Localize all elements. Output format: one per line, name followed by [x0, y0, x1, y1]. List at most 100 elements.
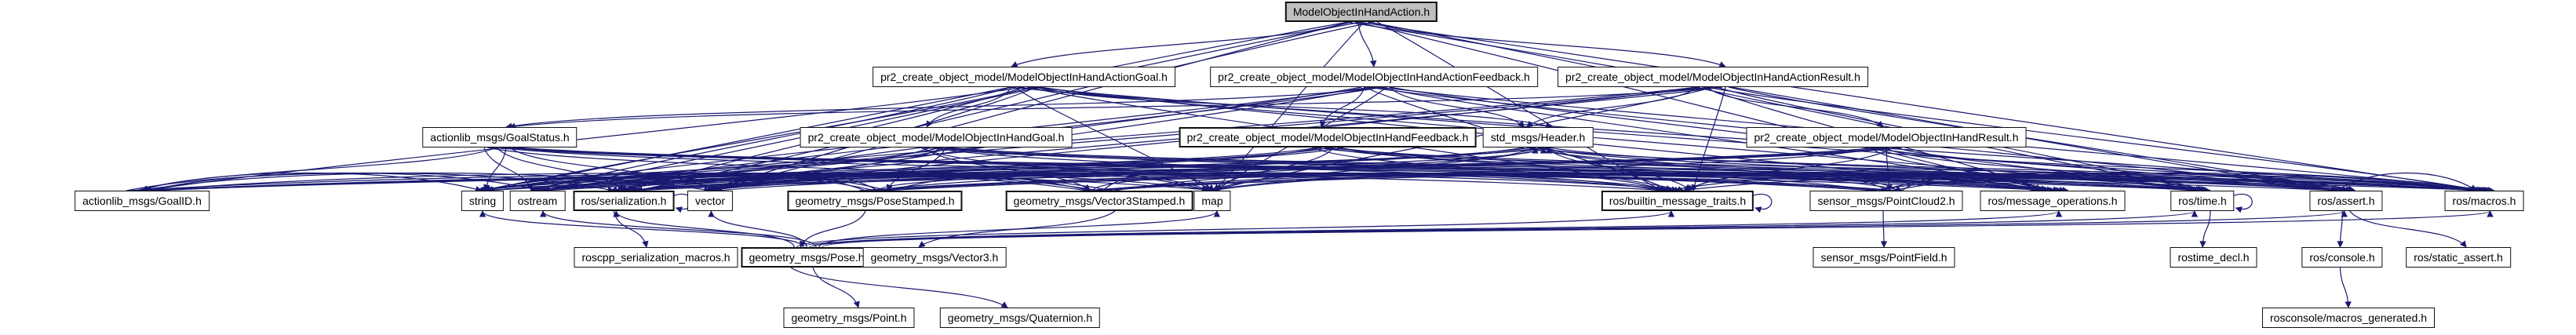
include-edge-goal-map [920, 147, 1210, 191]
graph-node-vector3[interactable]: geometry_msgs/Vector3.h [862, 247, 1007, 268]
include-edge-time-rostimedecl [2199, 210, 2211, 248]
include-edge-afeedback-goalstatus [505, 86, 1378, 129]
include-edge-assert-console [2337, 210, 2344, 248]
include-edge-result-ostream [534, 147, 1878, 194]
graph-node-rostimedecl[interactable]: rostime_decl.h [2170, 247, 2257, 268]
graph-node-vector[interactable]: vector [687, 191, 734, 211]
include-edge-header-macros [1529, 147, 2481, 194]
include-edge-header-serialization [630, 147, 1544, 193]
include-edge-aresult-builtin [1691, 86, 1726, 191]
include-edge-afeedback-feedback [1320, 86, 1365, 128]
graph-node-pose[interactable]: geometry_msgs/Pose.h [741, 247, 873, 268]
include-edge-feedback-builtin [1311, 147, 1666, 191]
graph-node-quaternion[interactable]: geometry_msgs/Quaternion.h [939, 308, 1101, 328]
include-edge-pose-macros [812, 210, 2494, 248]
include-edge-pose-string [479, 210, 804, 248]
include-edge-pointcloud2-pointfield [1880, 210, 1888, 248]
graph-node-aresult[interactable]: pr2_create_object_model/ModelObjectInHan… [1558, 67, 1868, 87]
include-edge-pointcloud2-map [1209, 172, 1878, 194]
include-edge-goal-ostream [530, 147, 953, 192]
include-edge-goal-assert [935, 147, 2349, 194]
graph-node-roscppmacros[interactable]: roscpp_serialization_macros.h [574, 247, 738, 268]
include-edge-goalstatus-map [486, 147, 1211, 193]
graph-node-ostream[interactable]: ostream [509, 191, 566, 211]
include-edge-feedback-macros [1327, 147, 2487, 194]
include-edge-posestamped-string [483, 172, 876, 193]
include-edge-agoal-header [1036, 86, 1553, 129]
include-edge-feedback-assert [1314, 147, 2341, 194]
include-edge-action-afeedback [1357, 21, 1377, 67]
graph-node-pointfield[interactable]: sensor_msgs/PointField.h [1813, 247, 1955, 268]
include-edge-agoal-goalid [144, 86, 1025, 193]
include-edge-posestamped-pose [800, 210, 866, 248]
graph-node-goalid[interactable]: actionlib_msgs/GoalID.h [75, 191, 210, 211]
include-edge-pointcloud2-time [1879, 172, 2202, 192]
include-edge-pose-map [818, 210, 1220, 248]
self-loop-edge-time [2234, 193, 2253, 213]
include-edge-pointcloud2-msgops [1901, 172, 2038, 191]
graph-node-vector3stamped[interactable]: geometry_msgs/Vector3Stamped.h [1005, 191, 1193, 211]
include-edge-action-agoal [1011, 21, 1346, 67]
self-loop-edge-builtin [1753, 193, 1773, 213]
include-edge-assert-staticassert [2349, 210, 2467, 248]
graph-node-point[interactable]: geometry_msgs/Point.h [783, 308, 915, 328]
include-edge-feedback-string [479, 147, 1319, 193]
include-edge-pose-msgops [809, 210, 2062, 248]
graph-node-assert[interactable]: ros/assert.h [2309, 191, 2383, 211]
include-edge-goal-macros [948, 147, 2495, 194]
graph-node-afeedback[interactable]: pr2_create_object_model/ModelObjectInHan… [1210, 67, 1538, 87]
graph-node-map[interactable]: map [1193, 191, 1231, 211]
include-edge-console-macrosgen [2339, 267, 2352, 308]
include-edge-result-macros [1873, 147, 2479, 193]
graph-node-goal[interactable]: pr2_create_object_model/ModelObjectInHan… [800, 127, 1073, 147]
include-edge-pointcloud2-vector [715, 172, 1900, 194]
include-edge-result-map [1210, 147, 1881, 193]
graph-node-action[interactable]: ModelObjectInHandAction.h [1284, 2, 1438, 22]
graph-node-goalstatus[interactable]: actionlib_msgs/GoalStatus.h [422, 127, 578, 147]
include-edge-vector3stamped-vector [707, 172, 1091, 193]
include-edge-header-time [1537, 147, 2205, 193]
graph-node-serialization[interactable]: ros/serialization.h [573, 191, 675, 211]
graph-node-macrosgen[interactable]: rosconsole/macros_generated.h [2261, 308, 2436, 328]
include-edge-pose-quaternion [790, 267, 1008, 308]
graph-node-agoal[interactable]: pr2_create_object_model/ModelObjectInHan… [873, 67, 1175, 87]
graph-node-console[interactable]: ros/console.h [2301, 247, 2383, 268]
graph-node-time[interactable]: ros/time.h [2170, 191, 2235, 211]
include-edge-afeedback-header [1389, 86, 1525, 128]
graph-node-pointcloud2[interactable]: sensor_msgs/PointCloud2.h [1809, 191, 1963, 211]
graph-node-feedback[interactable]: pr2_create_object_model/ModelObjectInHan… [1179, 127, 1477, 147]
include-edge-pose-assert [800, 210, 2348, 248]
graph-node-builtin[interactable]: ros/builtin_message_traits.h [1601, 191, 1754, 211]
include-edge-pose-builtin [796, 210, 1674, 248]
include-edge-goalstatus-string [483, 147, 507, 191]
include-edge-result-serialization [628, 147, 1890, 194]
include-edge-aresult-result [1706, 86, 1884, 128]
graph-node-header[interactable]: std_msgs/Header.h [1482, 127, 1594, 147]
graph-node-string[interactable]: string [461, 191, 505, 211]
include-edge-action-string [479, 21, 1350, 193]
include-edge-result-time [1882, 147, 2203, 191]
include-edge-action-aresult [1370, 21, 1726, 68]
include-edge-aresult-goalstatus [508, 86, 1720, 130]
include-edge-feedback-msgops [1324, 147, 2053, 193]
include-edge-result-msgops [1870, 147, 2041, 191]
include-edge-pointcloud2-macros [1870, 172, 2477, 193]
graph-node-staticassert[interactable]: ros/static_assert.h [2406, 247, 2511, 268]
include-edge-action-builtin [1376, 21, 1663, 191]
graph-node-posestamped[interactable]: geometry_msgs/PoseStamped.h [787, 191, 963, 211]
graph-node-msgops[interactable]: ros/message_operations.h [1980, 191, 2126, 211]
include-edge-aresult-macros [1706, 86, 2483, 193]
include-edge-vector3stamped-ostream [537, 172, 1100, 193]
include-edge-agoal-macros [1007, 86, 2477, 194]
graph-node-macros[interactable]: ros/macros.h [2444, 191, 2524, 211]
include-edge-pose-point [812, 267, 860, 308]
include-edge-action-assert [1345, 21, 2340, 194]
include-edge-pose-serialization [613, 210, 795, 248]
include-edge-posestamped-map [890, 172, 1208, 192]
include-edge-pose-vector [708, 210, 807, 248]
graph-node-result[interactable]: pr2_create_object_model/ModelObjectInHan… [1746, 127, 2027, 147]
include-edge-pointcloud2-builtin [1683, 172, 1890, 191]
include-edge-pose-ostream [540, 210, 817, 248]
